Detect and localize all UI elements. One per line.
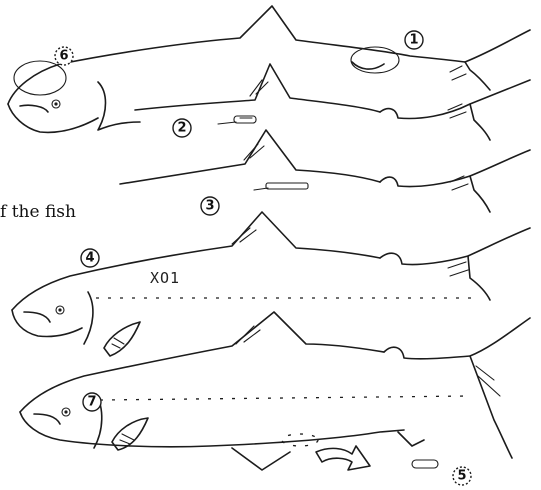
svg-text:3: 3 (205, 199, 214, 214)
marker-6: 6 (55, 47, 73, 65)
svg-text:2: 2 (177, 121, 186, 136)
incision-arrow (316, 446, 370, 470)
tag-3 (254, 183, 308, 190)
tag-2 (218, 116, 256, 124)
fish-2 (135, 64, 530, 140)
ink-tag-text: XO1 (150, 269, 180, 287)
pit-tag (412, 460, 438, 468)
fish-1 (8, 6, 530, 132)
fish-4: XO1 (12, 212, 530, 356)
fish-3 (120, 130, 530, 212)
svg-text:5: 5 (457, 469, 466, 484)
marker-5: 5 (453, 467, 471, 485)
marker-7: 7 (83, 393, 101, 411)
marker-2: 2 (173, 119, 191, 137)
svg-text:6: 6 (59, 49, 68, 64)
marker-1: 1 (405, 31, 423, 49)
marker-4: 4 (81, 249, 99, 267)
fish-5 (20, 312, 530, 470)
head-circle (14, 61, 66, 95)
marker-3: 3 (201, 197, 219, 215)
svg-text:1: 1 (409, 33, 418, 48)
svg-text:4: 4 (85, 251, 94, 266)
svg-text:7: 7 (87, 395, 96, 410)
